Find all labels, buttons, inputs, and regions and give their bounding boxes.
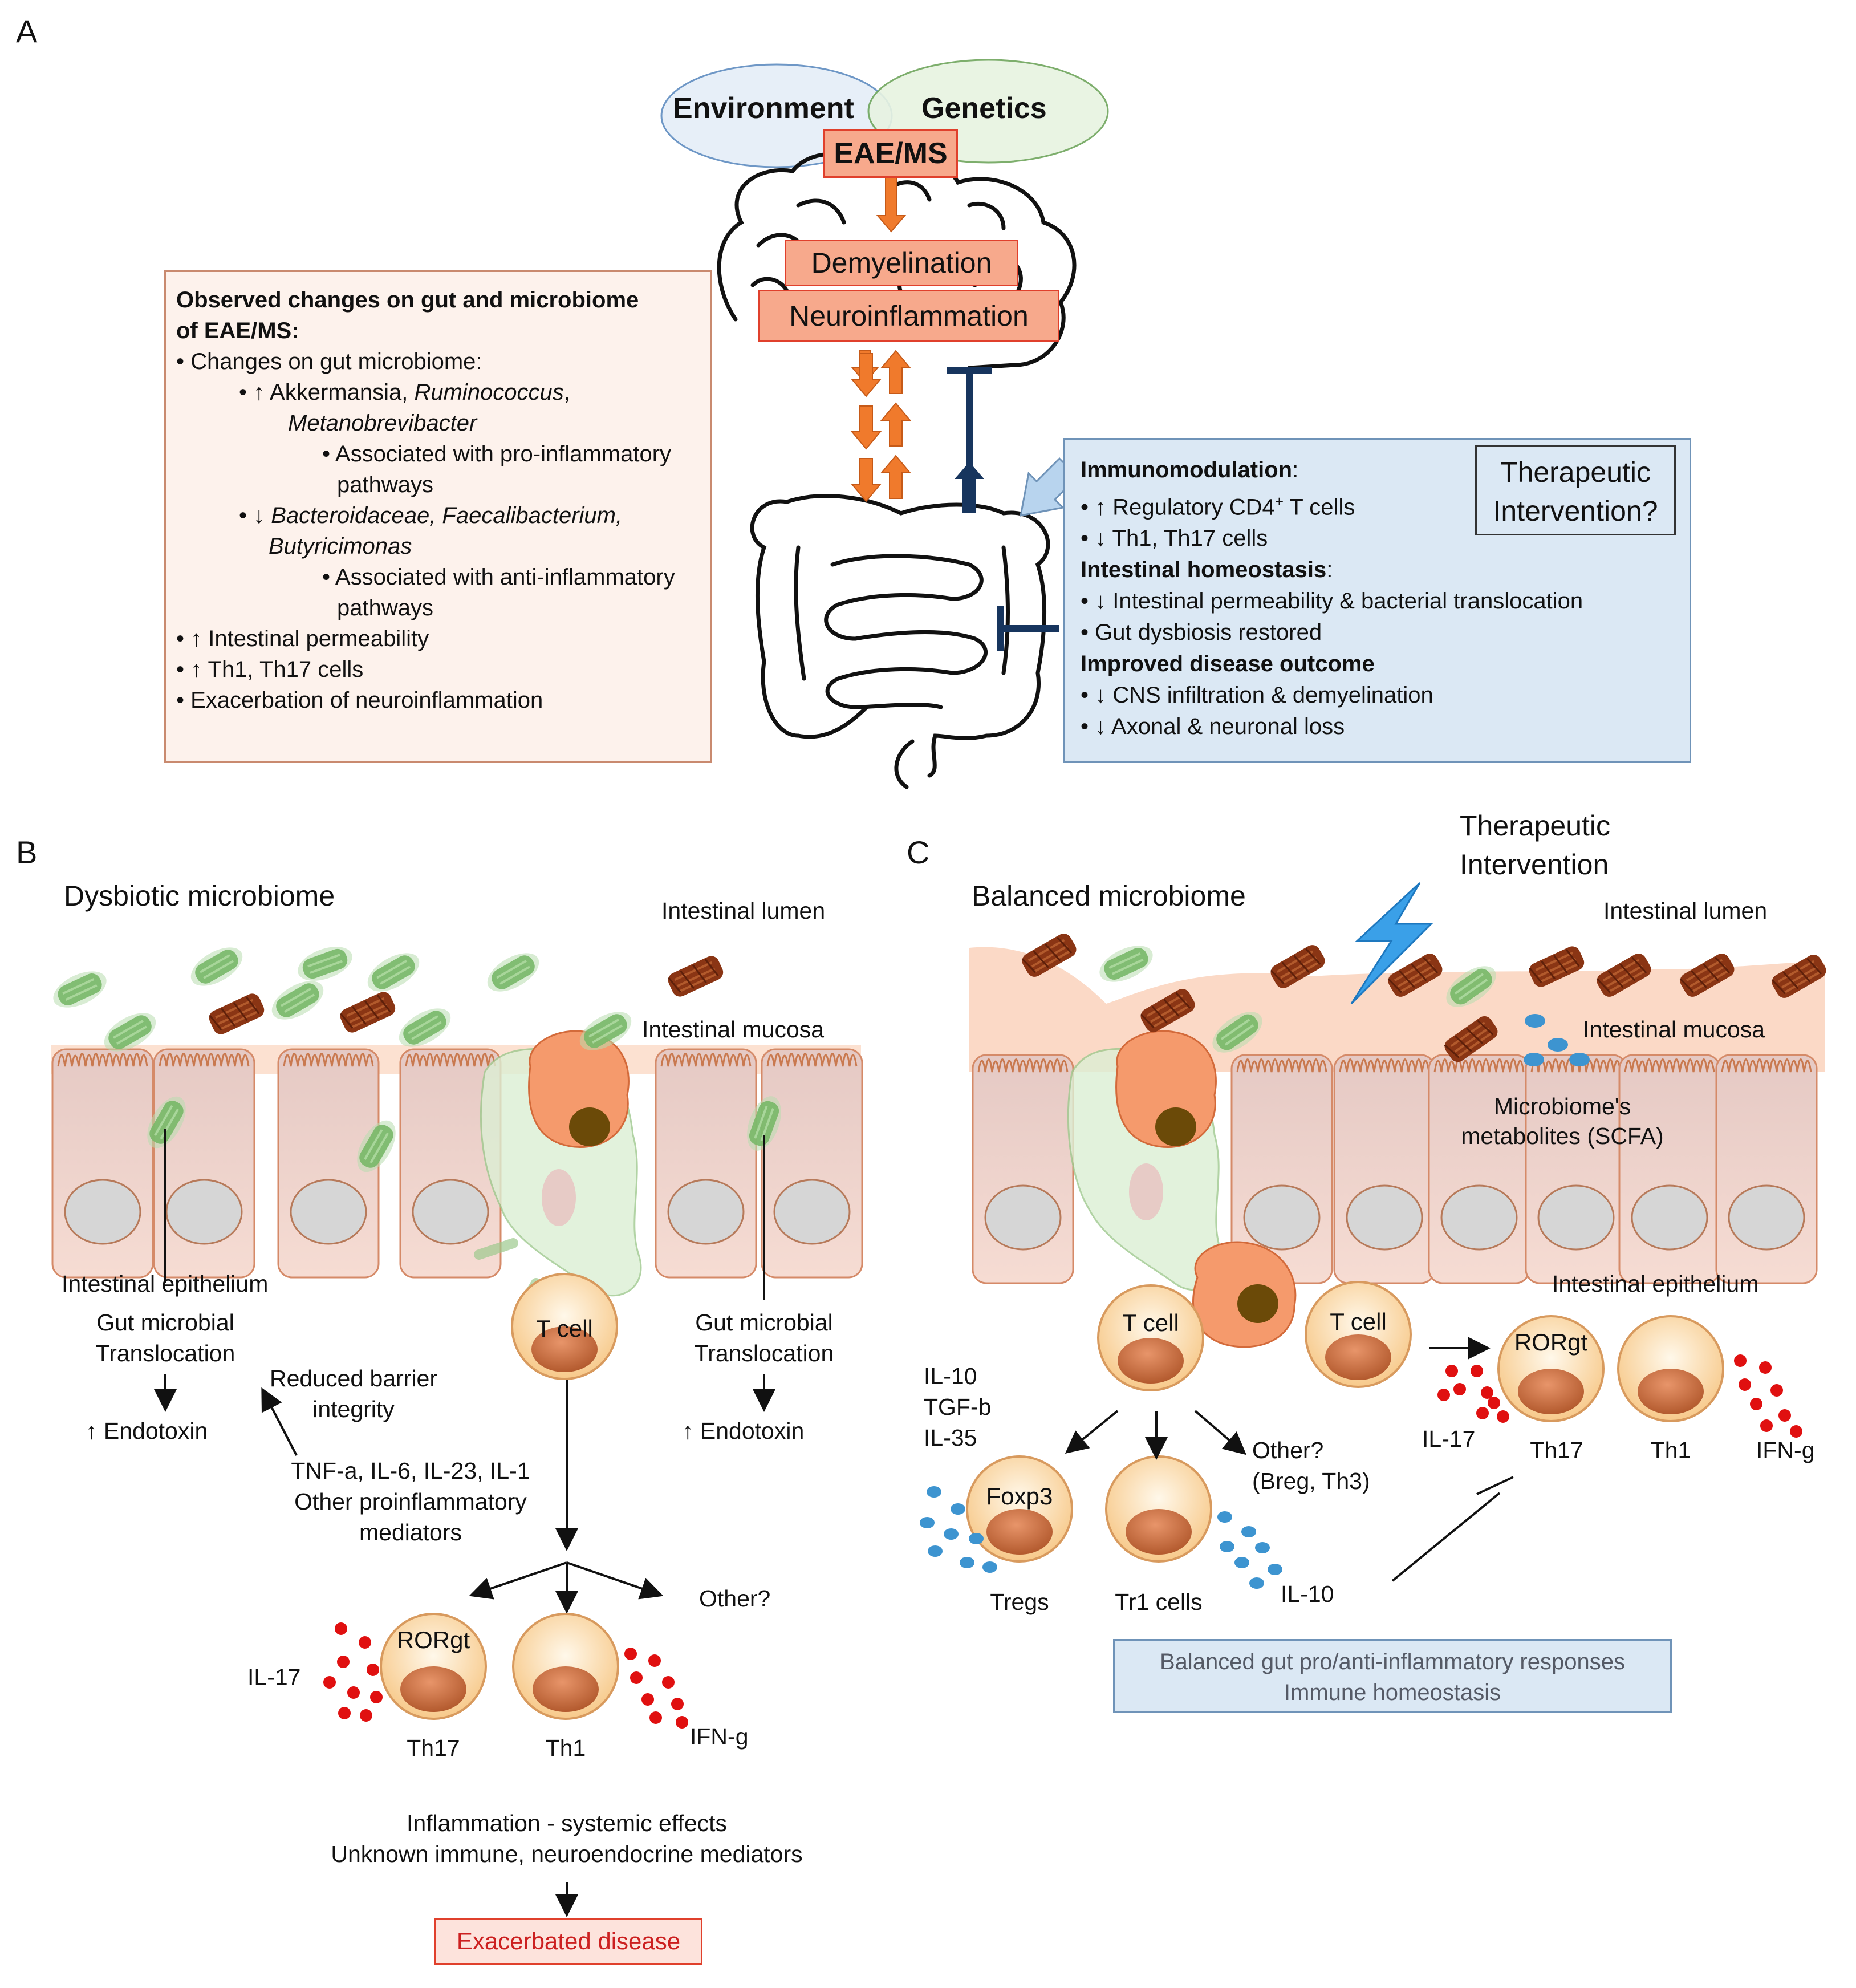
- panel-b-th1-label: Th1: [545, 1735, 586, 1761]
- observed-item-5: pathways: [337, 472, 433, 497]
- observed-item-6: • ↓ Bacteroidaceae, Faecalibacterium,: [239, 503, 623, 528]
- panel-c-th1-cell: [1617, 1315, 1724, 1422]
- observed-item-12: • Exacerbation of neuroinflammation: [176, 688, 543, 713]
- panel-b-t-cell-label: T cell: [536, 1315, 593, 1342]
- panel-b-macrophage: [528, 1030, 630, 1148]
- panel-b-endotoxin-left: ↑ Endotoxin: [86, 1418, 208, 1444]
- exacerbated-disease-box: Exacerbated disease: [434, 1918, 702, 1965]
- panel-b-il17-label: IL-17: [247, 1664, 301, 1690]
- panel-b-epithelium-label: Intestinal epithelium: [62, 1271, 269, 1297]
- panel-c-letter: C: [907, 834, 930, 870]
- panel-b-endotoxin-right: ↑ Endotoxin: [682, 1418, 805, 1444]
- panel-c-ifng-dots: [1734, 1354, 1802, 1438]
- environment-label: Environment: [673, 92, 854, 125]
- navy-up-arrow: [955, 462, 984, 513]
- observed-item-2: • ↑ Akkermansia, Ruminococcus,: [239, 380, 570, 405]
- panel-b-mucosa-label: Intestinal mucosa: [642, 1016, 825, 1042]
- outcome-item-2: • ↓ Axonal & neuronal loss: [1081, 714, 1345, 740]
- panel-c-th17-label: Th17: [1530, 1437, 1583, 1463]
- panel-c-mucosa-label: Intestinal mucosa: [1583, 1016, 1765, 1042]
- genetics-label: Genetics: [921, 92, 1047, 125]
- homeostasis-title: Intestinal homeostasis:: [1081, 557, 1333, 583]
- observed-item-7: Butyricimonas: [269, 534, 412, 559]
- panel-c-t-cell-1: [1097, 1284, 1204, 1391]
- immunomodulation-item-1: • ↑ Regulatory CD4+ T cells: [1081, 493, 1355, 520]
- observed-title-2: of EAE/MS:: [176, 318, 299, 343]
- panel-b-rorgt-label: RORgt: [396, 1626, 470, 1653]
- panel-c-inhibition: [1391, 1476, 1514, 1582]
- outcome-title: Improved disease outcome: [1081, 651, 1375, 677]
- panel-c-lightning: [1350, 882, 1433, 1005]
- panel-b-translocation-lines: [164, 1129, 765, 1300]
- eae-to-demyelination-arrow: [876, 175, 907, 233]
- panel-c-treg-dots: [920, 1486, 997, 1573]
- panel-c-arrows: [1065, 1337, 1491, 1460]
- immunomodulation-item-2: • ↓ Th1, Th17 cells: [1081, 526, 1268, 551]
- panel-c-title: Balanced microbiome: [972, 880, 1246, 912]
- panel-c-scfa-dots: [1524, 1014, 1590, 1066]
- panel-b-ifng-label: IFN-g: [690, 1723, 749, 1750]
- panel-b-other-label: Other?: [699, 1585, 771, 1612]
- panel-c-epithelium-label: Intestinal epithelium: [1552, 1271, 1759, 1297]
- panel-c-tr1-label: Tr1 cells: [1115, 1589, 1203, 1615]
- observed-item-11: • ↑ Th1, Th17 cells: [176, 657, 364, 682]
- observed-item-1: • Changes on gut microbiome:: [176, 349, 482, 374]
- panel-c-il17-label: IL-17: [1422, 1426, 1476, 1452]
- demyelination-box: Demyelination: [785, 240, 1018, 286]
- panel-b-il17-dots: [323, 1622, 383, 1722]
- observed-title-1: Observed changes on gut and microbiome: [176, 287, 639, 313]
- observed-item-4: • Associated with pro-inflammatory: [322, 441, 672, 466]
- panel-b-title: Dysbiotic microbiome: [64, 880, 335, 912]
- observed-item-9: pathways: [337, 595, 433, 620]
- panel-b-ifng-dots: [624, 1648, 688, 1729]
- panel-b-th17-label: Th17: [407, 1735, 460, 1761]
- panel-b-th1-cell: [512, 1613, 619, 1720]
- observed-item-10: • ↑ Intestinal permeability: [176, 626, 429, 651]
- homeostasis-item-2: • Gut dysbiosis restored: [1081, 620, 1322, 646]
- panel-a-letter: A: [16, 13, 38, 49]
- panel-c-il17-dots: [1437, 1365, 1509, 1423]
- panel-c-rorgt-label: RORgt: [1514, 1329, 1588, 1356]
- balanced-responses-box: Balanced gut pro/anti-inflammatory respo…: [1113, 1639, 1672, 1713]
- therapeutic-effects-box: Therapeutic Intervention? Immunomodulati…: [1063, 438, 1691, 763]
- panel-b-lumen-label: Intestinal lumen: [661, 898, 826, 924]
- panel-c-tr1-dots: [1217, 1511, 1282, 1589]
- panel-c-other-label: Other?(Breg, Th3): [1252, 1437, 1370, 1494]
- panel-c-il10-label: IL-10: [1281, 1581, 1334, 1607]
- panel-b-letter: B: [16, 834, 38, 870]
- panel-b-epithelium: [51, 1048, 863, 1279]
- intestine-drawing: [750, 494, 1050, 789]
- panel-c-t-cell-2-label: T cell: [1330, 1308, 1387, 1335]
- panel-c-macrophage-top: [1115, 1030, 1217, 1148]
- outcome-item-1: • ↓ CNS infiltration & demyelination: [1081, 683, 1433, 708]
- panel-c-foxp3-label: Foxp3: [986, 1483, 1053, 1510]
- panel-c-tr1-cell: [1105, 1455, 1212, 1563]
- homeostasis-item-1: • ↓ Intestinal permeability & bacterial …: [1081, 589, 1583, 614]
- observed-item-3: Metanobrevibacter: [288, 411, 477, 436]
- panel-c-ifng-label: IFN-g: [1756, 1437, 1815, 1463]
- panel-c-t-cell-1-label: T cell: [1122, 1309, 1179, 1336]
- observed-changes-box: Observed changes on gut and microbiome o…: [164, 270, 712, 763]
- therapeutic-question-box: Therapeutic Intervention?: [1475, 445, 1676, 535]
- panel-c-tregs-label: Tregs: [990, 1589, 1049, 1615]
- inhibition-to-gut: [997, 606, 1059, 651]
- neuroinflammation-box: Neuroinflammation: [758, 290, 1059, 342]
- panel-c-lumen-label: Intestinal lumen: [1603, 898, 1768, 924]
- panel-c-macrophage-bottom: [1192, 1241, 1297, 1348]
- eae-ms-box: EAE/MS: [823, 129, 958, 178]
- observed-item-8: • Associated with anti-inflammatory: [322, 565, 675, 590]
- immunomodulation-title: Immunomodulation:: [1081, 457, 1299, 482]
- brain-gut-orange-arrows: [850, 350, 912, 502]
- panel-c-th1-label: Th1: [1650, 1437, 1691, 1463]
- panel-b-arrows: [154, 1373, 775, 1917]
